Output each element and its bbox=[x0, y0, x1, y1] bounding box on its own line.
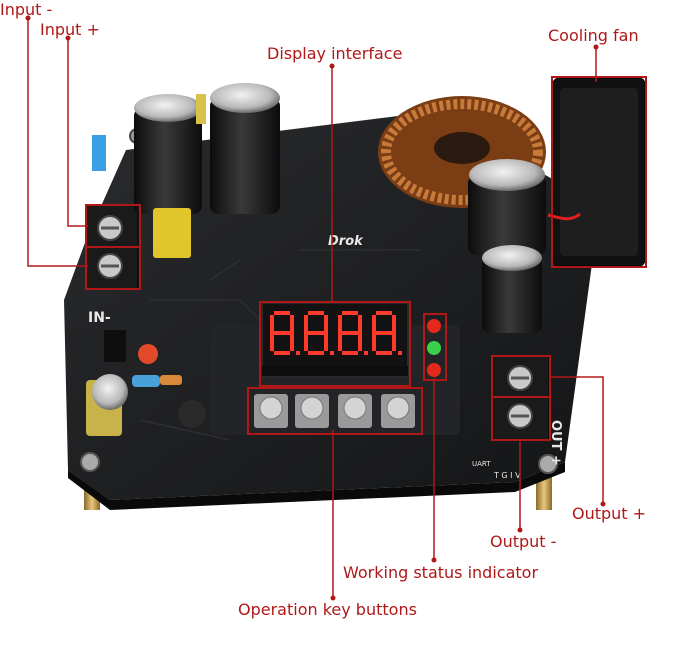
yellow-capacitor bbox=[153, 208, 191, 258]
label-cooling-fan: Cooling fan bbox=[548, 26, 639, 45]
display-digit bbox=[338, 311, 368, 355]
display-segment bbox=[274, 351, 290, 355]
display-segment bbox=[290, 315, 294, 333]
display-segment bbox=[308, 331, 324, 335]
display-digit bbox=[270, 311, 300, 355]
board-silkscreen: Drok IN- OUT + UART T G I V bbox=[88, 234, 563, 480]
display-segment bbox=[372, 315, 376, 333]
display-segment bbox=[304, 333, 308, 351]
label-display-interface: Display interface bbox=[267, 44, 403, 63]
display-segment bbox=[358, 333, 362, 351]
display-segment bbox=[274, 331, 290, 335]
status-led-green bbox=[427, 341, 441, 355]
label-working-status-indicator: Working status indicator bbox=[343, 563, 539, 582]
label-output-minus: Output - bbox=[490, 532, 557, 551]
label-operation-key-buttons: Operation key buttons bbox=[238, 600, 417, 619]
display-segment bbox=[270, 333, 274, 351]
box-keys bbox=[247, 387, 423, 435]
key-buttons bbox=[254, 394, 415, 428]
key-button-2 bbox=[295, 394, 329, 428]
small-components bbox=[86, 330, 206, 436]
callout-line-input-plus bbox=[67, 38, 88, 227]
display-segment bbox=[342, 311, 358, 315]
status-leds bbox=[427, 319, 441, 377]
key-button-1 bbox=[254, 394, 288, 428]
display-segment bbox=[304, 315, 308, 333]
callout-line-output-plus bbox=[549, 376, 604, 504]
display-segment bbox=[324, 333, 328, 351]
display-segment bbox=[372, 333, 376, 351]
callout-boxes bbox=[85, 76, 647, 441]
display-segment bbox=[274, 311, 290, 315]
display-digit bbox=[304, 311, 334, 355]
box-status-leds bbox=[423, 313, 447, 381]
display-segment bbox=[376, 351, 392, 355]
display-segment bbox=[392, 333, 396, 351]
terminal-out-plus-text: OUT + bbox=[548, 420, 563, 466]
display-segment bbox=[392, 315, 396, 333]
display-decimal-point bbox=[330, 351, 334, 355]
box-display bbox=[259, 301, 411, 387]
display-segment bbox=[342, 331, 358, 335]
display-segment bbox=[308, 351, 324, 355]
status-led-red-bottom bbox=[427, 363, 441, 377]
display-segment bbox=[324, 315, 328, 333]
seven-segment-display bbox=[261, 302, 409, 378]
display-segment bbox=[270, 315, 274, 333]
display-segment bbox=[358, 315, 362, 333]
display-segment bbox=[338, 333, 342, 351]
display-segment bbox=[376, 331, 392, 335]
callout-lines bbox=[25, 15, 606, 601]
display-segment bbox=[308, 311, 324, 315]
display-segment bbox=[290, 333, 294, 351]
callout-line-input-minus bbox=[27, 18, 88, 267]
display-decimal-point bbox=[296, 351, 300, 355]
display-digit bbox=[372, 311, 402, 355]
display-segment bbox=[338, 315, 342, 333]
label-input-minus: Input - bbox=[0, 0, 53, 19]
label-input-plus: Input + bbox=[40, 20, 100, 39]
input-capacitors bbox=[134, 83, 280, 214]
uart-pins-text: T G I V bbox=[493, 471, 521, 480]
display-decimal-point bbox=[364, 351, 368, 355]
status-led-red-top bbox=[427, 319, 441, 333]
output-capacitors bbox=[468, 159, 546, 333]
input-terminal-block bbox=[85, 135, 139, 290]
key-button-4 bbox=[381, 394, 415, 428]
uart-text: UART bbox=[472, 460, 491, 468]
terminal-in-minus-text: IN- bbox=[88, 310, 111, 326]
box-fan bbox=[551, 76, 647, 268]
display-segment bbox=[376, 311, 392, 315]
display-decimal-point bbox=[398, 351, 402, 355]
brand-logo-text: Drok bbox=[328, 234, 364, 249]
cooling-fan-unit bbox=[547, 77, 646, 267]
display-segment bbox=[342, 351, 358, 355]
label-output-plus: Output + bbox=[572, 504, 647, 523]
key-button-3 bbox=[338, 394, 372, 428]
